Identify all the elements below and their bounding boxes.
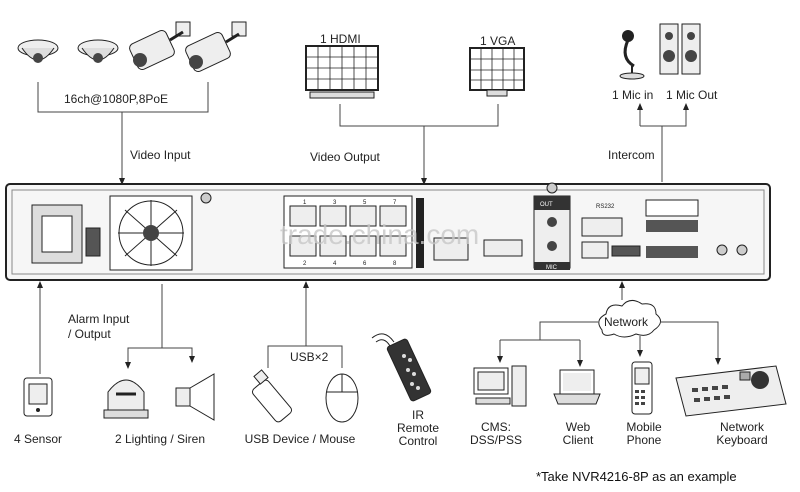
rs232-label: RS232	[596, 204, 615, 210]
mic-in-label: 1 Mic in	[612, 88, 654, 102]
ir-label-line2: Remote	[396, 421, 440, 435]
nvr-rear-panel: 1 3 5 7 2 4 6 8 OUT MIC RS232	[5, 182, 771, 281]
port-number-6: 6	[363, 261, 367, 267]
sensor-icon	[23, 377, 53, 417]
web-client-label-line1: Web	[565, 420, 591, 434]
sensor-label: 4 Sensor	[13, 432, 63, 446]
port-number-3: 3	[333, 200, 337, 206]
vga-monitor-icon	[469, 47, 525, 97]
siren-icon	[175, 373, 215, 421]
port-number-8: 8	[393, 261, 397, 267]
hdmi-label: 1 HDMI	[320, 32, 361, 46]
video-output-label: Video Output	[310, 150, 380, 164]
usb-drive-icon	[251, 369, 293, 423]
usb-device-mouse-label: USB Device / Mouse	[244, 432, 356, 446]
laptop-icon	[553, 369, 601, 405]
network-cloud-icon	[598, 300, 661, 338]
ir-remote-icon	[371, 333, 432, 402]
port-number-4: 4	[333, 261, 337, 267]
network-keyboard-label-line2: Keyboard	[716, 433, 768, 447]
vga-label: 1 VGA	[480, 34, 516, 48]
footnote: *Take NVR4216-8P as an example	[536, 469, 737, 484]
desktop-pc-icon	[473, 365, 527, 407]
mobile-phone-label-line1: Mobile	[626, 420, 662, 434]
mouse-icon	[325, 373, 359, 423]
mic-label: MIC	[546, 265, 558, 271]
camera-dome-1-icon	[17, 39, 59, 63]
mobile-phone-label-line2: Phone	[626, 433, 662, 447]
warning-light-icon	[103, 379, 149, 419]
port-number-1: 1	[303, 200, 307, 206]
cameras-label: 16ch@1080P,8PoE	[64, 92, 169, 106]
mobile-phone-icon	[631, 361, 653, 415]
out-label: OUT	[540, 202, 553, 208]
camera-dome-2-icon	[77, 39, 119, 63]
network-keyboard-label-line1: Network	[719, 420, 765, 434]
lighting-siren-label: 2 Lighting / Siren	[114, 432, 206, 446]
ir-label-line1: IR	[412, 408, 424, 422]
alarm-label-line2: / Output	[68, 327, 111, 341]
alarm-label-line1: Alarm Input	[68, 312, 130, 326]
network-label: Network	[603, 315, 649, 329]
usb-count-label: USB×2	[290, 350, 329, 364]
ir-label-line3: Control	[398, 434, 438, 448]
cms-label-line2: DSS/PSS	[469, 433, 523, 447]
port-number-2: 2	[303, 261, 307, 267]
mic-out-label: 1 Mic Out	[666, 88, 718, 102]
speaker-icon	[659, 23, 701, 75]
video-input-label: Video Input	[130, 148, 191, 162]
microphone-icon	[619, 30, 645, 80]
network-keyboard-icon	[675, 365, 787, 417]
watermark-text: trade.china.com	[280, 219, 479, 250]
camera-bullet-2-icon	[185, 21, 247, 72]
camera-bullet-1-icon	[129, 21, 191, 70]
intercom-label: Intercom	[608, 148, 655, 162]
port-number-7: 7	[393, 200, 397, 206]
web-client-label-line2: Client	[562, 433, 594, 447]
port-number-5: 5	[363, 200, 367, 206]
hdmi-monitor-icon	[305, 45, 379, 99]
cms-label-line1: CMS:	[481, 420, 511, 434]
